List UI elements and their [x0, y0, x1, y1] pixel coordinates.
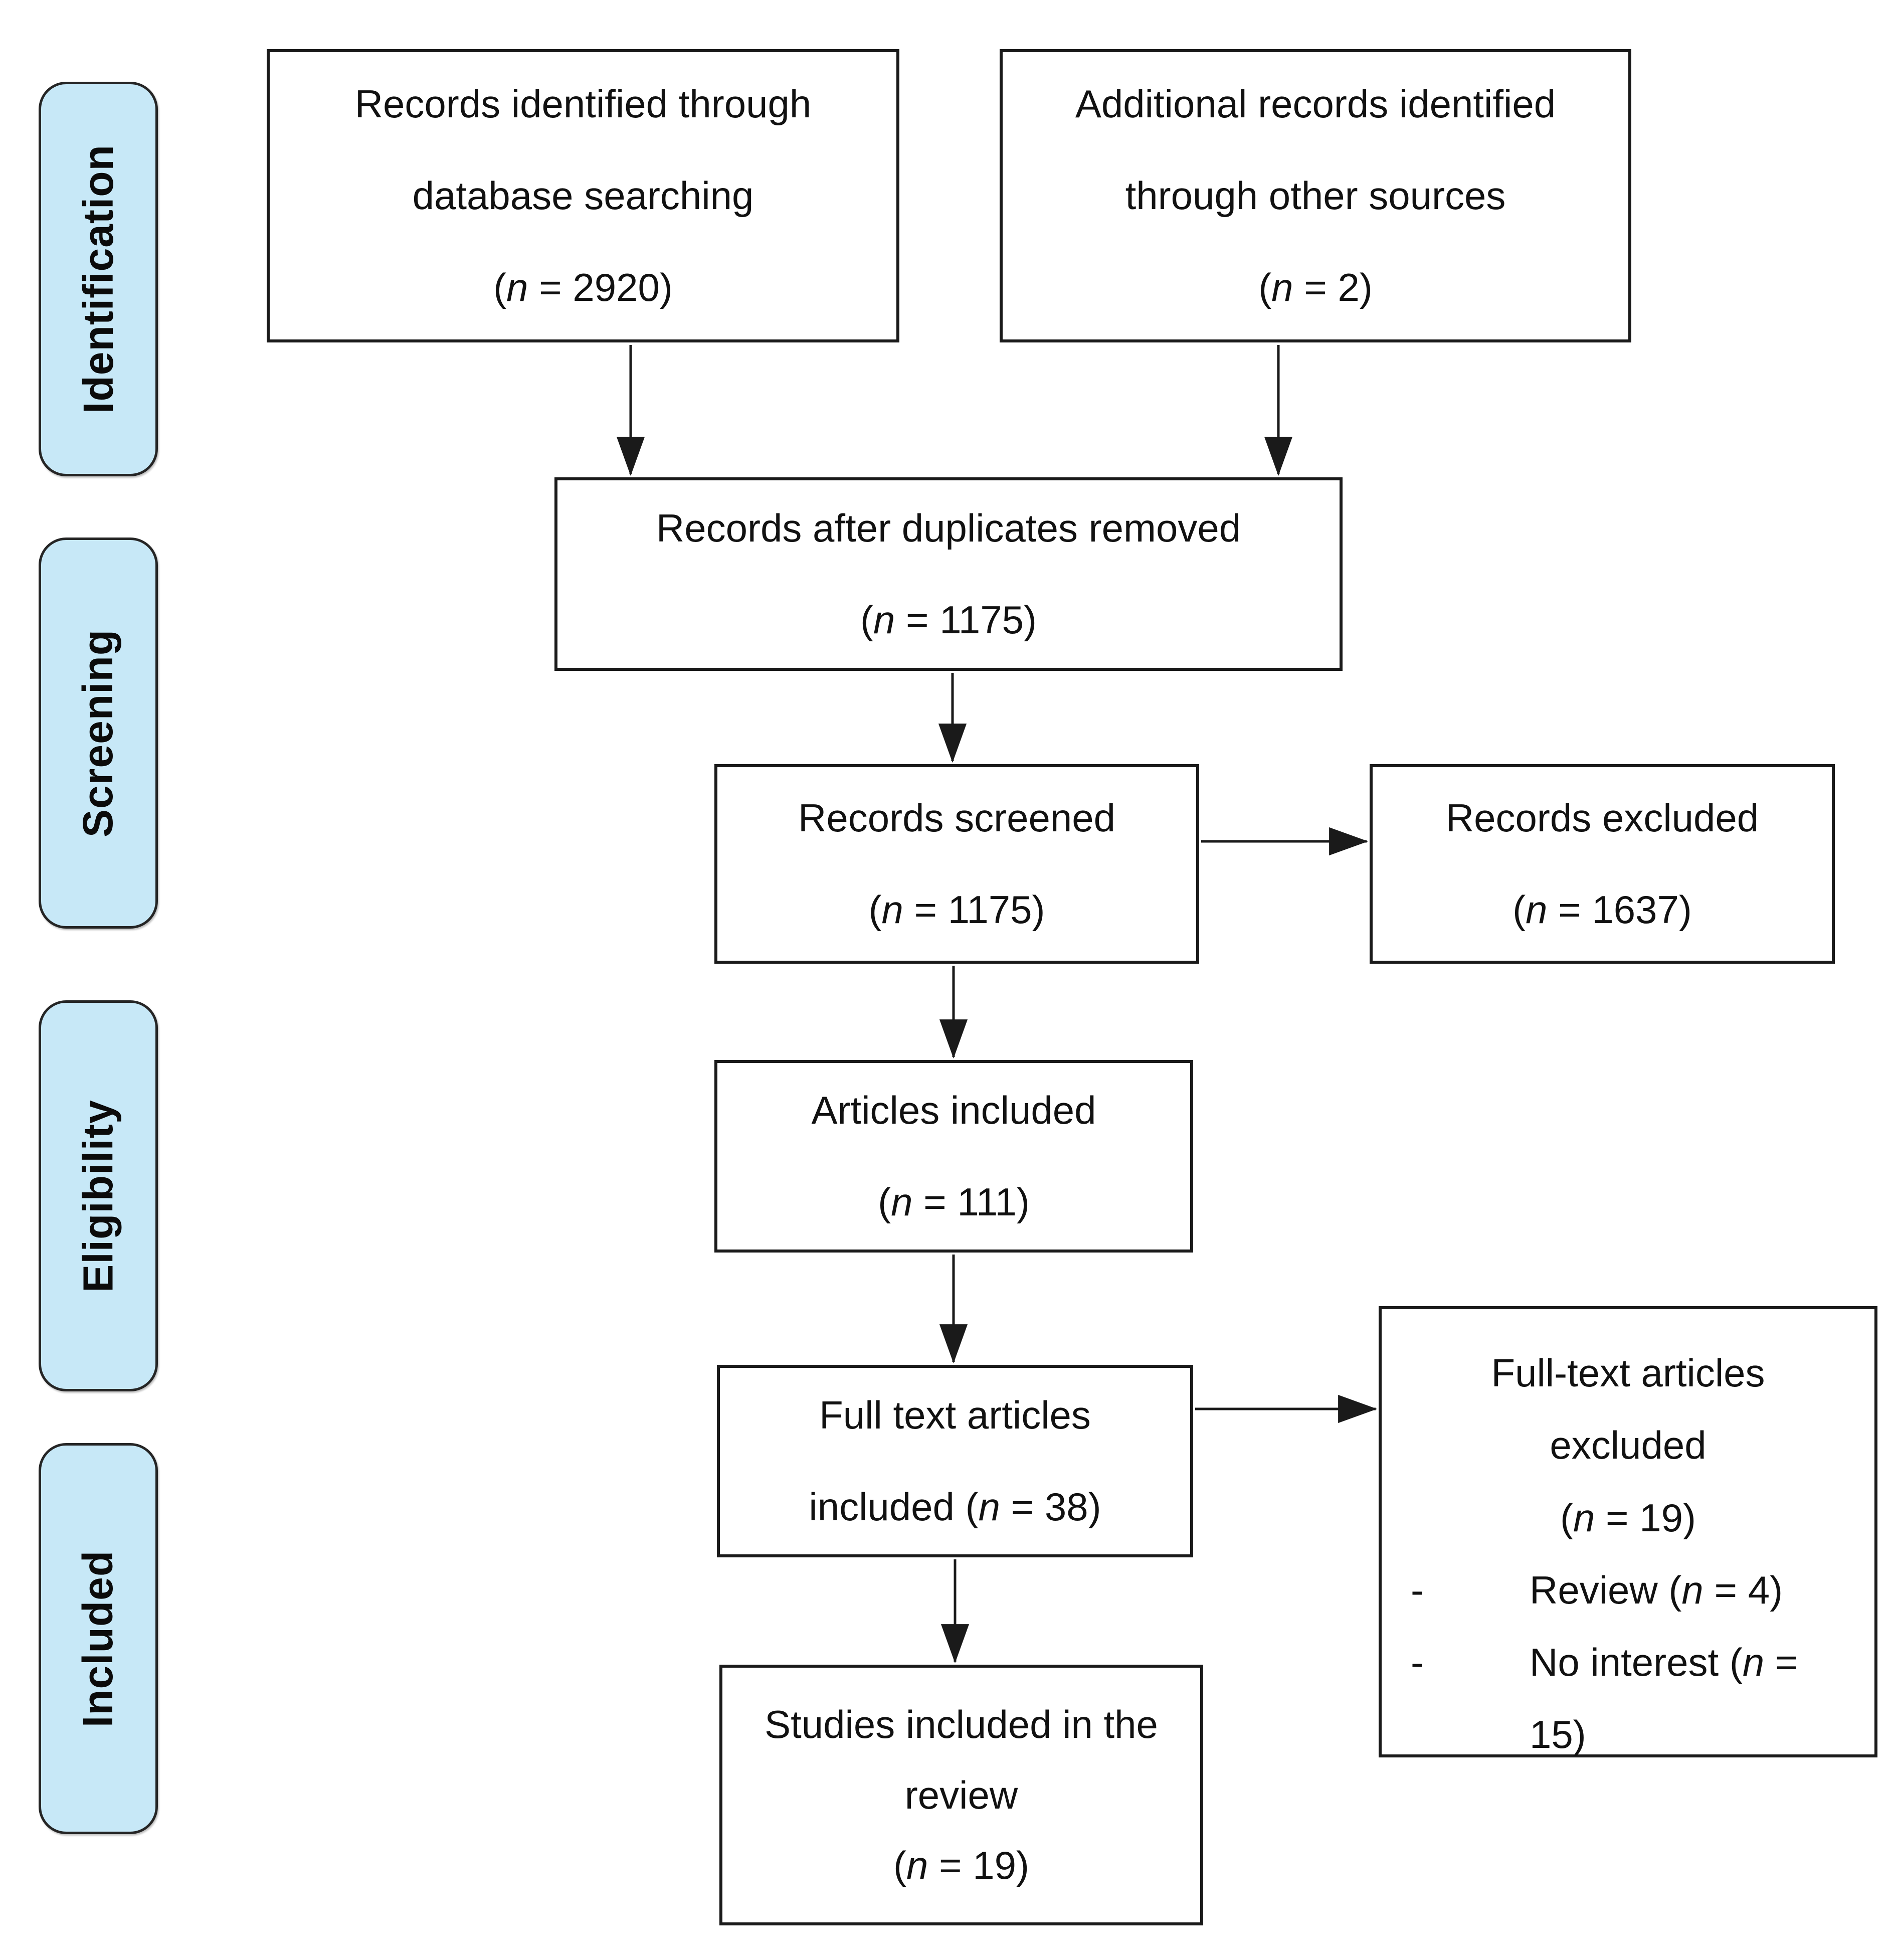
box-after-duplicates: Records after duplicates removed (n = 11… — [554, 477, 1343, 671]
stage-identification-label: Identification — [74, 144, 122, 414]
box-fulltext-excluded-line-1: Full-text articles — [1491, 1351, 1765, 1395]
box-studies-included: Studies included in the review (n = 19) — [719, 1665, 1203, 1925]
bullet-dash: - — [1411, 1567, 1424, 1612]
stage-identification: Identification — [39, 82, 158, 476]
box-articles-included-count: (n = 111) — [878, 1180, 1030, 1224]
box-records-identified-line-1: Records identified through — [354, 81, 812, 126]
fulltext-excluded-reason-review: - Review (n = 4) — [1402, 1554, 1854, 1626]
stage-eligibility: Eligibility — [39, 1000, 158, 1391]
box-fulltext-included-line-1: Full text articles — [819, 1392, 1091, 1437]
box-fulltext-included-line-2: included (n = 38) — [809, 1461, 1101, 1553]
box-records-identified-line-2: database searching — [412, 173, 754, 218]
fulltext-excluded-reason-review-count: (n = 4) — [1668, 1567, 1783, 1612]
box-articles-included: Articles included (n = 111) — [714, 1060, 1193, 1253]
box-additional-records-line-1: Additional records identified — [1075, 81, 1556, 126]
box-fulltext-excluded-line-2: excluded — [1550, 1423, 1707, 1468]
fulltext-excluded-reason-no-interest-label: No interest — [1530, 1640, 1719, 1685]
box-fulltext-included: Full text articles included (n = 38) — [717, 1365, 1193, 1557]
fulltext-excluded-reason-no-interest-count: (n = 15) — [1530, 1640, 1798, 1757]
stage-included: Included — [39, 1443, 158, 1834]
box-fulltext-included-line-2-text: included — [809, 1485, 955, 1529]
bullet-dash: - — [1411, 1640, 1424, 1685]
box-fulltext-included-count: (n = 38) — [965, 1485, 1101, 1529]
stage-screening: Screening — [39, 538, 158, 929]
fulltext-excluded-reason-review-label: Review — [1530, 1567, 1658, 1612]
box-records-screened-count: (n = 1175) — [868, 887, 1045, 932]
box-records-excluded-count: (n = 1637) — [1512, 887, 1692, 932]
box-records-screened: Records screened (n = 1175) — [714, 764, 1199, 964]
box-records-excluded-line-1: Records excluded — [1445, 795, 1759, 840]
box-fulltext-excluded-count: (n = 19) — [1560, 1495, 1696, 1540]
box-records-screened-line-1: Records screened — [798, 795, 1115, 840]
box-studies-included-line-2: review — [904, 1772, 1018, 1817]
box-records-excluded: Records excluded (n = 1637) — [1370, 764, 1835, 964]
box-records-identified: Records identified through database sear… — [267, 49, 899, 342]
stage-eligibility-label: Eligibility — [74, 1099, 122, 1293]
box-records-identified-count: (n = 2920) — [493, 265, 673, 310]
box-articles-included-line-1: Articles included — [811, 1088, 1096, 1132]
box-fulltext-excluded: Full-text articles excluded (n = 19) - R… — [1379, 1306, 1877, 1757]
stage-screening-label: Screening — [74, 629, 122, 837]
box-additional-records-count: (n = 2) — [1258, 265, 1373, 310]
box-after-duplicates-line-1: Records after duplicates removed — [656, 505, 1241, 550]
box-after-duplicates-count: (n = 1175) — [860, 598, 1037, 642]
box-studies-included-count: (n = 19) — [893, 1843, 1029, 1888]
box-additional-records: Additional records identified through ot… — [1000, 49, 1631, 342]
stage-included-label: Included — [74, 1550, 122, 1727]
box-studies-included-line-1: Studies included in the — [765, 1702, 1158, 1747]
box-additional-records-line-2: through other sources — [1125, 173, 1506, 218]
fulltext-excluded-reason-no-interest: - No interest (n = 15) — [1402, 1626, 1854, 1771]
